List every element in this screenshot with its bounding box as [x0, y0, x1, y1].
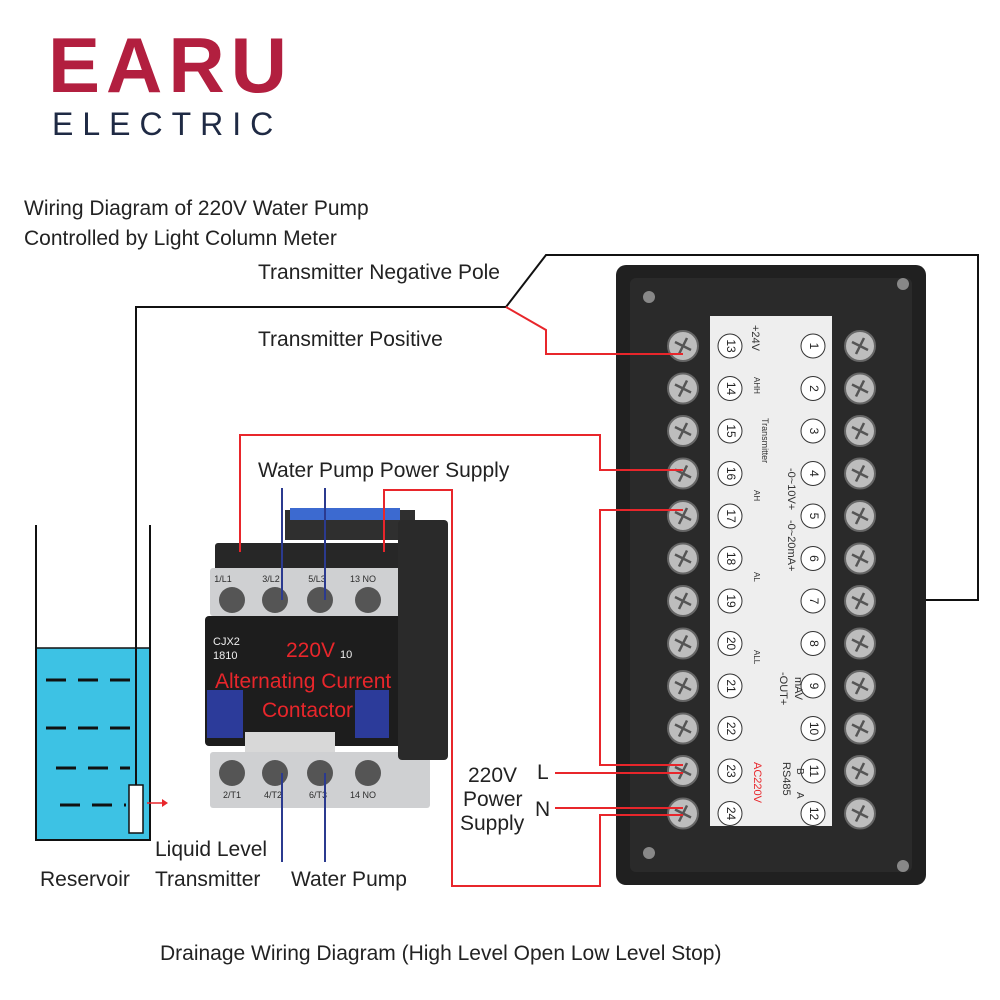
- coil-wire-16: [239, 434, 683, 552]
- label-supply: Supply: [460, 812, 525, 835]
- meter-a-text: A: [794, 792, 805, 799]
- meter-right-terminal-number: 4: [807, 470, 821, 477]
- label-line-l: L: [537, 761, 549, 784]
- meter-left-terminal-number: 13: [724, 339, 738, 353]
- meter-right-terminal-number: 8: [807, 640, 821, 647]
- logo-brand: EARU: [48, 21, 294, 109]
- blue-wires: [281, 488, 326, 862]
- label-pump-power: Water Pump Power Supply: [258, 459, 510, 482]
- meter-left-terminal-number: 14: [724, 382, 738, 396]
- contactor-model: CJX2: [213, 636, 240, 648]
- label-power-220v: 220V: [468, 764, 518, 787]
- terminal-label-l3: 5/L3: [308, 574, 326, 584]
- meter-right-terminal-number: 9: [807, 683, 821, 690]
- label-transmitter-negative: Transmitter Negative Pole: [258, 261, 500, 284]
- label-contactor-ac: Alternating Current: [215, 670, 392, 693]
- meter-right-terminal-number: 5: [807, 513, 821, 520]
- meter-right-terminal-number: 10: [807, 722, 821, 736]
- live-to-17-wire: [599, 509, 683, 766]
- red-wires: [239, 306, 683, 887]
- diagram-title: Wiring Diagram of 220V Water Pump Contro…: [24, 194, 369, 254]
- meter-alarm-ah: AH: [752, 490, 761, 501]
- meter-left-terminal-number: 18: [724, 552, 738, 566]
- meter-right-terminal-number: 11: [807, 765, 821, 778]
- meter-left-terminal-number: 23: [724, 764, 738, 778]
- contactor-aux: 10: [340, 649, 352, 661]
- title-line-1: Wiring Diagram of 220V Water Pump: [24, 197, 369, 220]
- meter-left-terminal-number: 24: [724, 807, 738, 821]
- meter-left-terminal-number: 16: [724, 467, 738, 481]
- meter-right-terminal-number: 2: [807, 385, 821, 392]
- meter-left-terminal-number: 21: [724, 679, 738, 693]
- terminal-label-14no: 14 NO: [350, 790, 376, 800]
- terminal-label-l1: 1/L1: [214, 574, 232, 584]
- meter-right-screws: [844, 330, 876, 830]
- meter-left-terminal-numbers: 13 14 15 16 17 18 19 20 21 22 23 24: [717, 333, 743, 826]
- terminal-label-t1: 2/T1: [223, 790, 241, 800]
- meter-0-10v-text: -0~10V+: [785, 468, 797, 510]
- meter-alarm-all: ALL: [752, 650, 761, 665]
- meter-left-screws: [667, 330, 699, 830]
- meter-left-terminal-number: 15: [724, 424, 738, 438]
- terminal-label-t2: 4/T2: [264, 790, 282, 800]
- meter-alarm-ahh: AHH: [752, 377, 761, 394]
- meter-right-terminal-number: 12: [807, 807, 821, 821]
- meter-left-terminal-number: 20: [724, 637, 738, 651]
- meter-right-terminal-number: 3: [807, 428, 821, 435]
- ac-contactor: 1/L1 3/L2 5/L3 13 NO 2/T1 4/T2 6/T3 14 N…: [205, 508, 448, 808]
- meter-rs485-text: RS485: [780, 762, 792, 796]
- water-level-marks: [46, 678, 140, 807]
- meter-left-terminal-number: 22: [724, 722, 738, 736]
- label-line-n: N: [535, 798, 551, 821]
- label-liquid-level: Liquid Level: [155, 838, 268, 861]
- meter-right-terminal-number: 7: [807, 598, 821, 605]
- meter-ac220v-text: AC220V: [751, 762, 763, 804]
- terminal-label-13no: 13 NO: [350, 574, 376, 584]
- label-transmitter: Transmitter: [155, 868, 261, 891]
- label-power: Power: [463, 788, 523, 811]
- title-line-2: Controlled by Light Column Meter: [24, 227, 337, 250]
- meter-right-terminal-number: 1: [807, 343, 821, 350]
- label-water-pump: Water Pump: [291, 868, 407, 891]
- label-transmitter-positive: Transmitter Positive: [258, 328, 443, 351]
- label-contactor-220v: 220V: [286, 639, 336, 662]
- meter-right-terminal-number: 6: [807, 555, 821, 562]
- meter-alarm-al: AL: [752, 572, 761, 582]
- tank-walls: [35, 525, 151, 841]
- label-reservoir: Reservoir: [40, 868, 130, 891]
- meter-left-terminal-number: 17: [724, 509, 738, 523]
- meter-0-20ma-text: -0~20mA+: [785, 520, 797, 571]
- contactor-rating: 1810: [213, 650, 237, 662]
- neutral-wire: [383, 489, 683, 887]
- meter-24v-text: +24V: [749, 325, 761, 352]
- meter-left-terminal-number: 19: [724, 594, 738, 608]
- footer-caption: Drainage Wiring Diagram (High Level Open…: [160, 942, 722, 965]
- meter-out-text: -OUT+: [777, 672, 789, 705]
- transmitter-negative-wire: [135, 254, 979, 785]
- logo-subtitle: ELECTRIC: [52, 106, 283, 142]
- meter-transmitter-text: Transmitter: [760, 418, 770, 463]
- terminal-label-t3: 6/T3: [309, 790, 327, 800]
- terminal-label-l2: 3/L2: [262, 574, 280, 584]
- meter-b-text: B: [794, 768, 805, 775]
- meter-mav-text: mAV: [792, 677, 804, 701]
- transmitter-positive-wire: [505, 306, 683, 355]
- label-contactor: Contactor: [262, 699, 354, 722]
- liquid-level-probe: [128, 784, 144, 834]
